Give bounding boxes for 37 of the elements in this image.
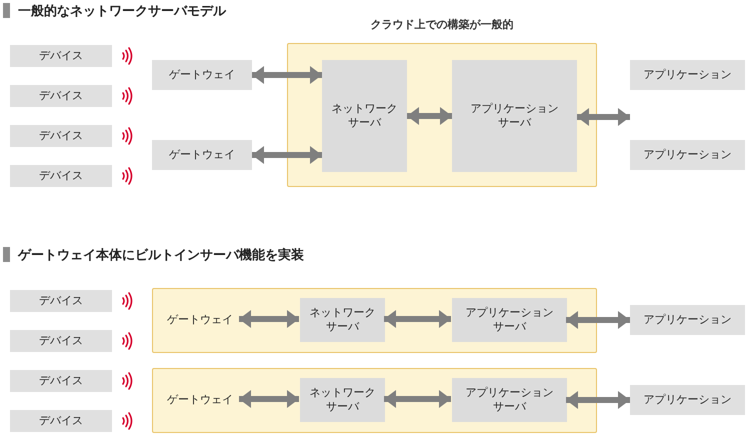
double-arrow (566, 391, 630, 409)
server-box: ネットワークサーバ (300, 298, 385, 342)
section-heading: 一般的なネットワークサーバモデル (18, 3, 226, 18)
server-box: アプリケーションサーバ (452, 60, 577, 172)
section-heading: ゲートウェイ本体にビルトインサーバ機能を実装 (18, 247, 304, 262)
device-box: デバイス (10, 370, 112, 392)
server-box: アプリケーションサーバ (452, 378, 567, 422)
device-box: デバイス (10, 125, 112, 147)
double-arrow (239, 390, 299, 408)
device-box: デバイス (10, 410, 112, 432)
device-box: デバイス (10, 165, 112, 187)
node-label: ゲートウェイ (167, 313, 233, 327)
device-box: デバイス (10, 330, 112, 352)
device-box: デバイス (10, 290, 112, 312)
double-arrow (384, 310, 451, 328)
node-box: アプリケーション (630, 140, 745, 170)
double-arrow (407, 107, 452, 125)
node-box: アプリケーション (630, 305, 745, 335)
node-box: ゲートウェイ (152, 140, 252, 170)
node-box: アプリケーション (630, 60, 745, 90)
double-arrow (252, 146, 322, 164)
device-box: デバイス (10, 85, 112, 107)
gateway-panel (152, 288, 597, 353)
server-box: ネットワークサーバ (300, 378, 385, 422)
gateway-panel (152, 368, 597, 433)
double-arrow (566, 311, 630, 329)
double-arrow (252, 66, 322, 84)
device-box: デバイス (10, 45, 112, 67)
server-box: ネットワークサーバ (322, 60, 407, 172)
node-box: アプリケーション (630, 385, 745, 415)
double-arrow (577, 108, 630, 126)
double-arrow (384, 390, 451, 408)
double-arrow (239, 310, 299, 328)
server-box: アプリケーションサーバ (452, 298, 567, 342)
node-box: ゲートウェイ (152, 60, 252, 90)
node-label: ゲートウェイ (167, 393, 233, 407)
group-label: クラウド上での構築が一般的 (370, 18, 514, 32)
